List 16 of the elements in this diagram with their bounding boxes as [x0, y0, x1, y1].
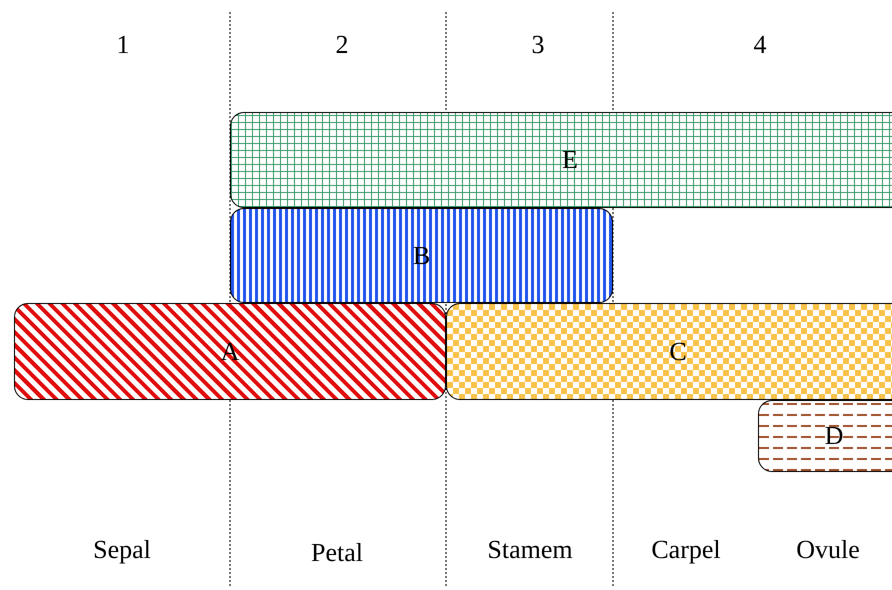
column-number: 1 — [116, 32, 130, 58]
gene-bar — [230, 112, 892, 208]
organ-label: Ovule — [796, 537, 860, 563]
organ-label: Petal — [311, 540, 363, 566]
gene-bar — [14, 303, 446, 400]
gene-bar — [758, 400, 892, 472]
column-number: 3 — [532, 32, 544, 58]
column-number: 4 — [754, 32, 766, 58]
gene-letter: D — [824, 423, 844, 449]
gene-bar — [230, 208, 613, 303]
gene-bar — [446, 303, 892, 400]
organ-label: Stamem — [487, 537, 573, 563]
organ-label: Carpel — [651, 537, 721, 563]
column-number: 2 — [336, 32, 348, 58]
gene-letter: C — [669, 338, 687, 364]
organ-label: Sepal — [93, 537, 151, 563]
